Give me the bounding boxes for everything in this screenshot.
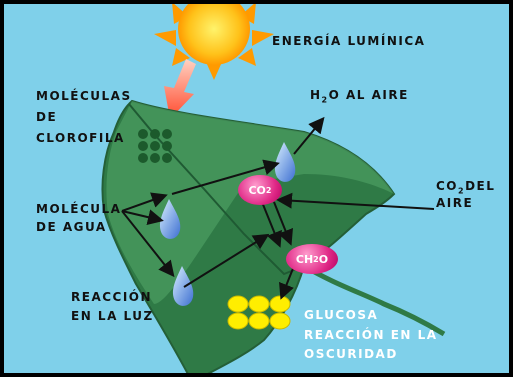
leaf-icon: [101, 99, 446, 373]
co2-label-base: CO: [436, 179, 459, 193]
label-clorofila-2: DE: [36, 110, 58, 124]
photosynthesis-scene: [101, 4, 446, 373]
label-co2-del-aire-1: CO2DEL: [436, 177, 495, 200]
ch2o-sub: 2: [313, 254, 319, 264]
label-reaccion-luz-1: REACCIÓN: [71, 290, 153, 304]
label-reaccion-luz-2: EN LA LUZ: [71, 309, 154, 323]
connector-lines: [121, 116, 435, 300]
label-molecula-agua-1: MOLÉCULA: [36, 202, 122, 216]
glucose-molecules: [227, 295, 291, 330]
co2-base: CO: [248, 183, 266, 197]
ch2o-tail: O: [318, 252, 329, 266]
label-energia-luminica: ENERGÍA LUMÍNICA: [272, 34, 426, 48]
h2o-aire-text: AL AIRE: [346, 88, 409, 102]
water-drop-icon: [159, 142, 296, 306]
label-clorofila-1: MOLÉCULAS: [36, 89, 132, 103]
label-reaccion-oscuridad-1: REACCIÓN EN LA: [304, 328, 438, 342]
co2-label-sub: 2: [458, 186, 466, 196]
label-h2o-aire: H2O AL AIRE: [310, 86, 409, 109]
label-reaccion-oscuridad-2: OSCURIDAD: [304, 347, 398, 361]
h2o-base: H: [310, 88, 322, 102]
label-glucosa: GLUCOSA: [304, 308, 379, 322]
sun-icon: [154, 4, 274, 80]
label-molecula-agua-2: DE AGUA: [36, 220, 107, 234]
light-arrow-icon: [164, 59, 196, 119]
h2o-tail: O: [328, 88, 341, 102]
co2-sub: 2: [265, 185, 272, 195]
chlorophyll-dots: [138, 129, 172, 163]
h2o-sub: 2: [321, 95, 329, 105]
label-co2-del-aire-2: AIRE: [436, 196, 474, 210]
ch2o-base: CH: [295, 252, 314, 266]
label-clorofila-3: CLOROFILA: [36, 131, 125, 145]
co2-del-text: DEL: [465, 179, 496, 193]
